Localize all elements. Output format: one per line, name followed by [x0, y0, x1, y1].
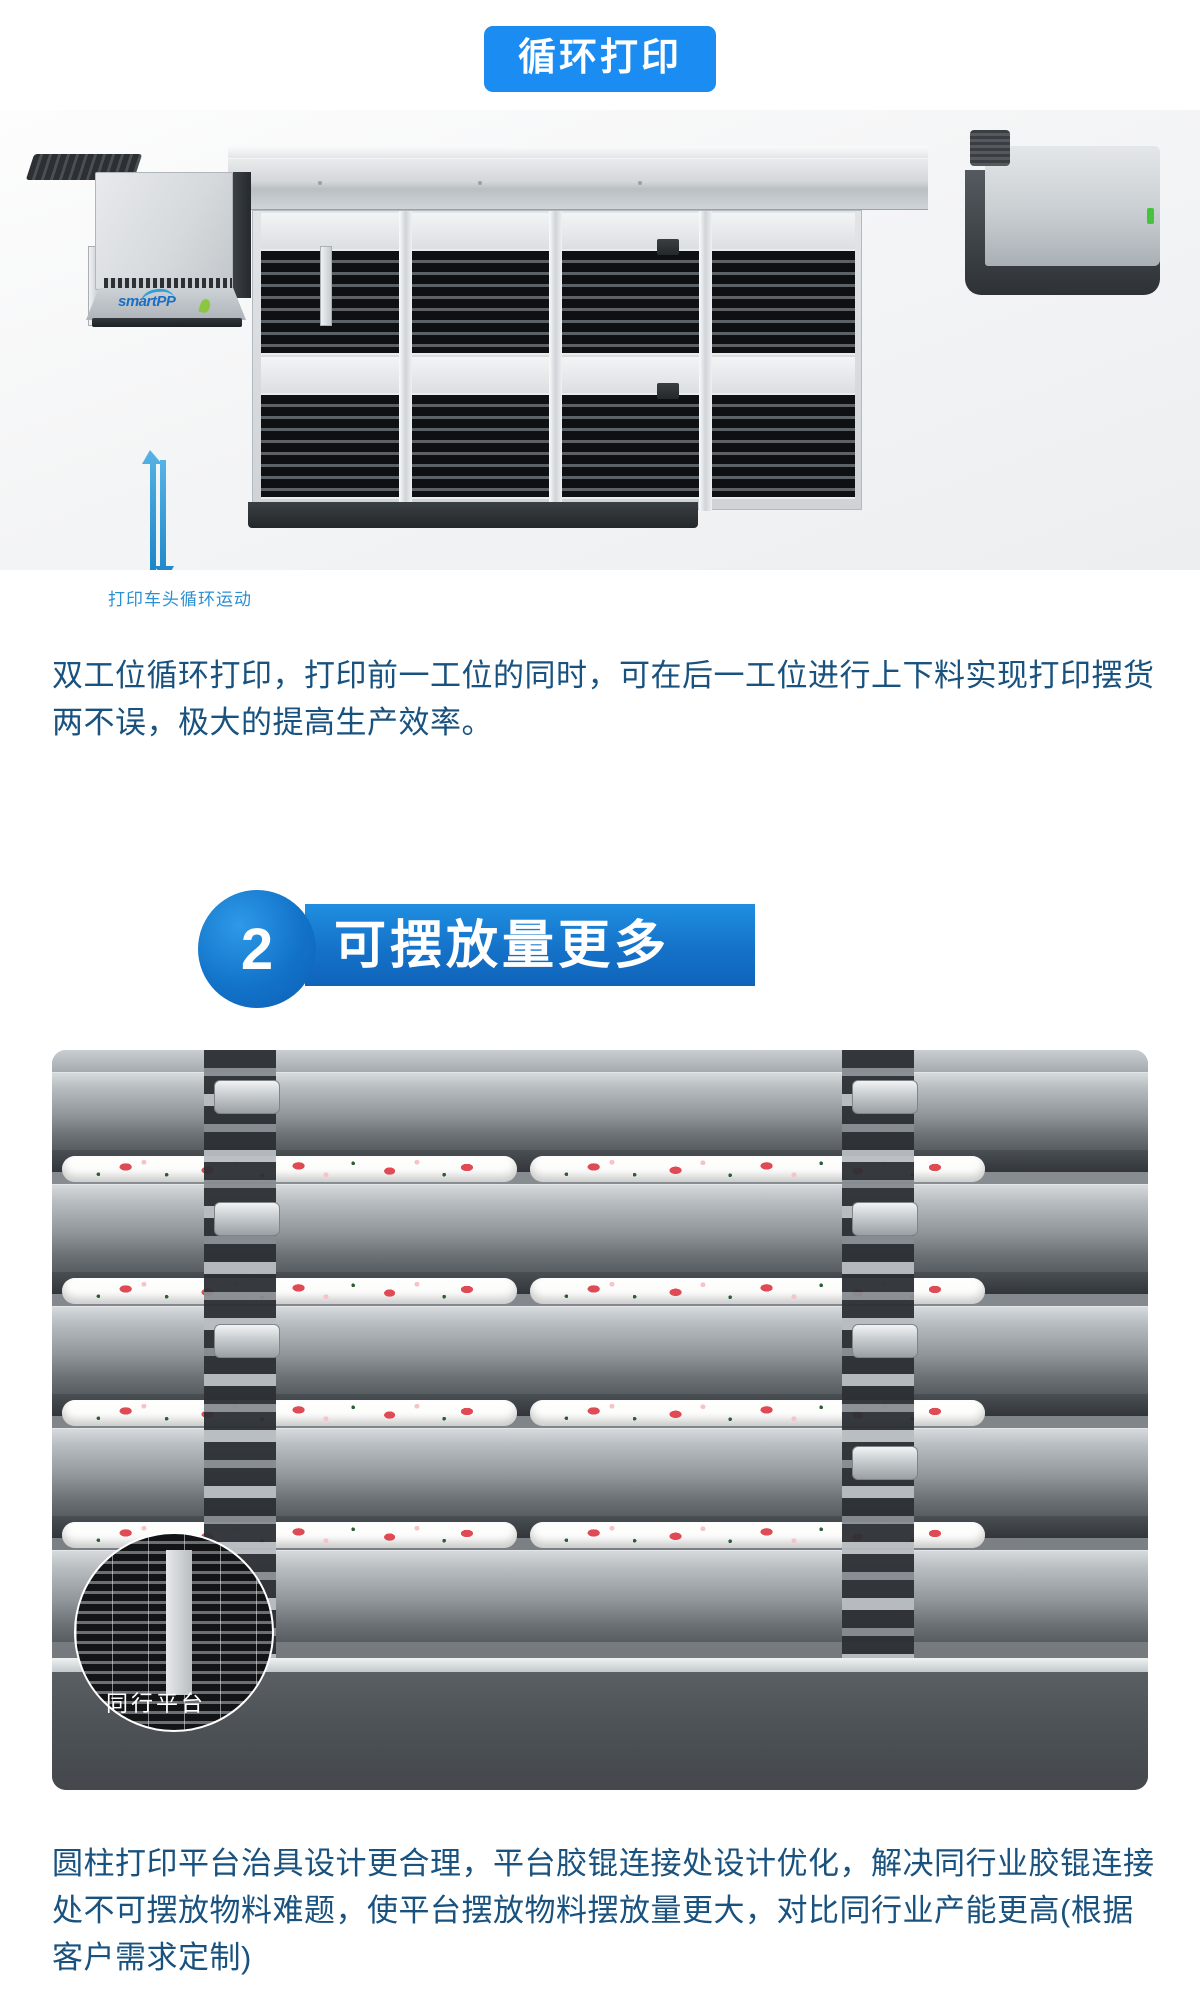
gantry-beam — [228, 158, 928, 210]
printhead-nozzle-plate — [104, 278, 232, 288]
platform-front-rail — [52, 1658, 1148, 1672]
printer-bed-base — [248, 502, 698, 528]
bed-crossbar — [399, 211, 412, 511]
roller-sprocket — [214, 1080, 280, 1114]
roller-sprocket — [852, 1446, 918, 1480]
bed-crossbar — [549, 211, 562, 511]
magnifier-connector-bar — [166, 1549, 193, 1695]
printed-tube — [530, 1522, 985, 1548]
arrow-caption: 打印车头循环运动 — [108, 590, 252, 609]
section2-title: 可摆放量更多 — [334, 917, 671, 975]
printer-right-cap — [985, 146, 1160, 266]
section2-title-bar — [305, 904, 755, 986]
printed-tube — [62, 1278, 517, 1304]
printed-tube — [530, 1400, 985, 1426]
double-vertical-arrow-icon — [142, 450, 174, 570]
carriage-skirt — [86, 288, 246, 320]
bed-crossbar — [699, 211, 712, 511]
section2-number-circle — [198, 890, 316, 1008]
bed-mount-block — [657, 383, 679, 399]
printer-illustration: smartPP — [0, 110, 1200, 570]
printed-tube — [62, 1400, 517, 1426]
roller-sprocket — [852, 1202, 918, 1236]
cylinder-platform-photo: 同行平台 — [52, 1050, 1148, 1790]
bed-mount-block — [657, 239, 679, 255]
roller-sprocket — [214, 1324, 280, 1358]
roller-sprocket — [214, 1202, 280, 1236]
carriage-rail-right — [320, 246, 332, 326]
printed-tube — [530, 1156, 985, 1182]
section2-header: 可摆放量更多 2 — [0, 890, 1200, 1010]
roller-sprocket — [852, 1080, 918, 1114]
section2-paragraph: 圆柱打印平台治具设计更合理，平台胶锟连接处设计优化，解决同行业胶锟连接处不可摆放… — [52, 1846, 1155, 1976]
cycle-motion-arrow — [128, 450, 188, 570]
printer-bed — [252, 210, 862, 511]
cycle-print-badge: 循环打印 — [483, 26, 716, 92]
brand-logo-text: smartPP — [118, 293, 176, 310]
section1-paragraph: 双工位循环打印，打印前一工位的同时，可在后一工位进行上下料实现打印摆货两不误，极… — [52, 658, 1155, 741]
brand-logo: smartPP — [118, 286, 212, 315]
magnifier-label: 同行平台 — [106, 1691, 207, 1716]
roller-sprocket — [852, 1324, 918, 1358]
top-cable-chain — [970, 130, 1010, 166]
printed-tube — [530, 1278, 985, 1304]
carriage-side-panel — [233, 172, 251, 298]
magnifier-circle-icon — [74, 1532, 274, 1732]
print-carriage — [95, 172, 233, 290]
section2-number: 2 — [240, 916, 274, 982]
status-led-icon — [1147, 208, 1154, 224]
section1-badge-row: 循环打印 — [0, 0, 1200, 92]
gantry-beam-top — [228, 146, 928, 160]
printed-tube — [62, 1156, 517, 1182]
drive-chain-column — [842, 1050, 914, 1670]
printhead-bar — [92, 318, 242, 327]
